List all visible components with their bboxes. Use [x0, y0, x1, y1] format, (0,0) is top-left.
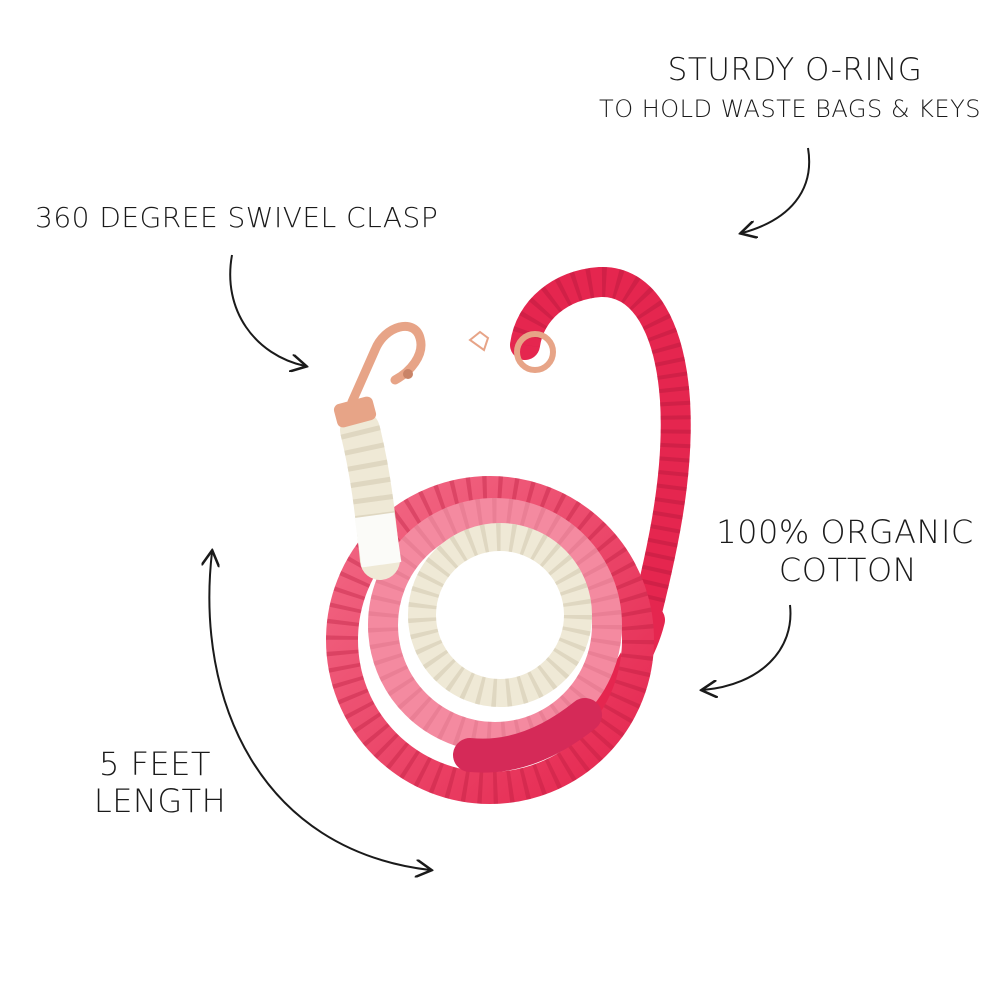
cotton-label-line1: 100% ORGANIC — [716, 513, 974, 551]
o-ring — [514, 331, 556, 373]
swivel-clasp — [333, 322, 426, 580]
tag-charm — [468, 330, 490, 352]
cotton-label-line2: COTTON — [778, 551, 918, 589]
length-label-line2: LENGTH — [93, 782, 227, 820]
oring-sub-label: TO HOLD WASTE BAGS & KEYS — [599, 95, 981, 123]
clasp-label: 360 DEGREE SWIVEL CLASP — [35, 201, 439, 234]
length-label-line1: 5 FEET — [99, 745, 211, 783]
leash-coil — [326, 476, 654, 804]
arrow-clasp — [229, 254, 305, 366]
arrow-cotton — [703, 604, 792, 690]
oring-title-label: STURDY O-RING — [667, 52, 923, 88]
arrow-oring — [742, 147, 811, 233]
arrow-length — [209, 552, 430, 870]
